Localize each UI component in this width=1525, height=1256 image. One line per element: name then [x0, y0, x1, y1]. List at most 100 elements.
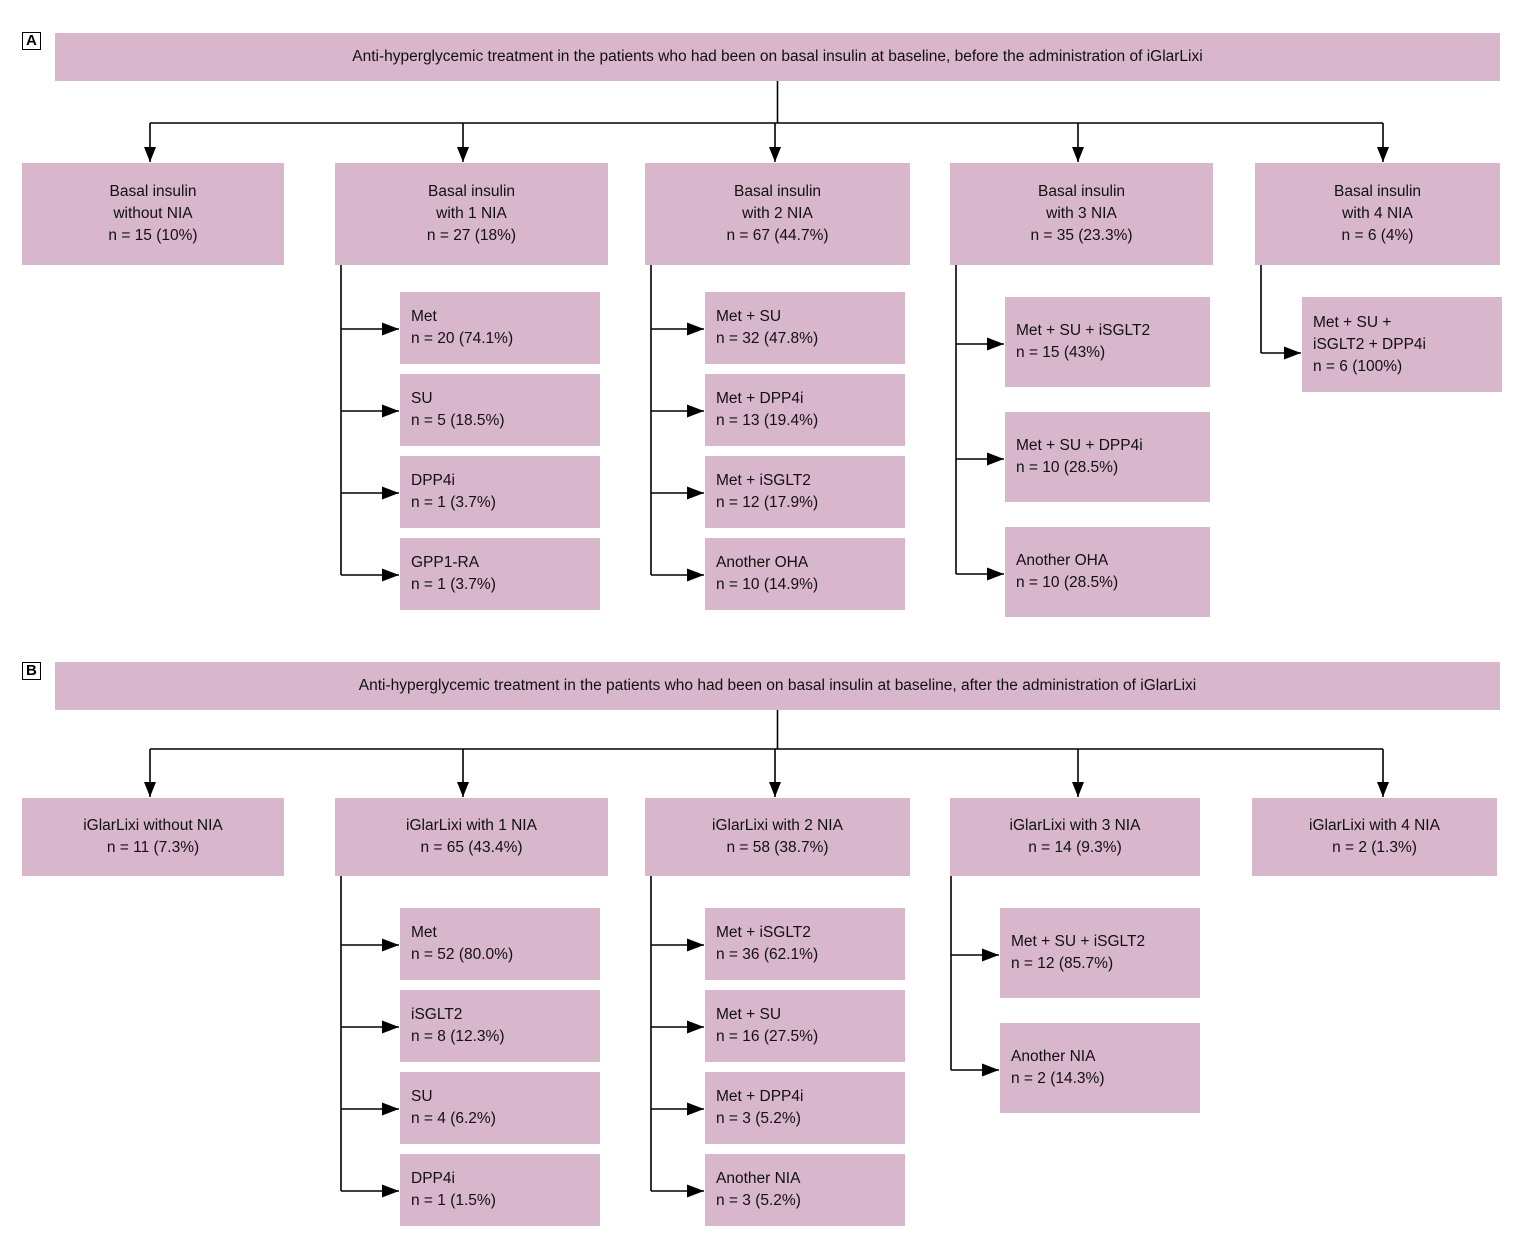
panel-b-column-4-child-2-box-line-1: Another NIA	[1011, 1048, 1096, 1065]
panel-b-column-2-box-line-1: iGlarLixi with 1 NIA	[406, 817, 537, 834]
panel-b-column-2-child-1-box-line-2: n = 52 (80.0%)	[411, 946, 514, 963]
panel-b-column-2-child-2-box: iSGLT2 n = 8 (12.3%)	[400, 990, 600, 1062]
panel-a-column-4-child-3-box-line-1: Another OHA	[1016, 552, 1109, 569]
panel-b-column-4-box-line-2: n = 14 (9.3%)	[1028, 839, 1122, 856]
panel-b-column-3-box-line-2: n = 58 (38.7%)	[726, 839, 829, 856]
panel-a-column-2-child-1-box: Met n = 20 (74.1%)	[400, 292, 600, 364]
panel-a-column-2-box-line-2: with 1 NIA	[436, 205, 507, 222]
panel-a-column-5-box-line-1: Basal insulin	[1333, 183, 1422, 200]
panel-letter-glyph: A	[22, 32, 41, 50]
panel-b-column-3-child-1-box: Met + iSGLT2 n = 36 (62.1%)	[705, 908, 905, 980]
panel-b-header: Anti-hyperglycemic treatment in the pati…	[55, 662, 1500, 710]
panel-a-column-5-child-1-box: Met + SU + iSGLT2 + DPP4i n = 6 (100%)	[1302, 297, 1502, 392]
panel-a-column-4-child-2-box-line-1: Met + SU + DPP4i	[1016, 437, 1143, 454]
panel-a-column-1-box-line-3: n = 15 (10%)	[108, 227, 198, 244]
panel-b-column-3-box-line-1: iGlarLixi with 2 NIA	[712, 817, 843, 834]
panel-a-column-4-box-line-1: Basal insulin	[1037, 183, 1126, 200]
panel-b-column-5-box: iGlarLixi with 4 NIA n = 2 (1.3%)	[1252, 798, 1497, 876]
panel-b-column-3-child-3-box-line-2: n = 3 (5.2%)	[716, 1110, 801, 1127]
panel-a-column-4-child-2-box-line-2: n = 10 (28.5%)	[1016, 459, 1119, 476]
panel-b-column-1-box-line-1: iGlarLixi without NIA	[83, 817, 223, 834]
panel-a-column-1-box-line-1: Basal insulin	[109, 183, 197, 200]
panel-a-column-2-box-line-1: Basal insulin	[427, 183, 516, 200]
panel-a-column-1-box-line-2: without NIA	[113, 205, 193, 222]
panel-b-column-4-box-line-1: iGlarLixi with 3 NIA	[1009, 817, 1141, 834]
panel-b-column-4-child-1-box: Met + SU + iSGLT2 n = 12 (85.7%)	[1000, 908, 1200, 998]
panel-b-column-3-child-4-box: Another NIA n = 3 (5.2%)	[705, 1154, 905, 1226]
panel-a-column-4-child-1-box-line-2: n = 15 (43%)	[1016, 344, 1106, 361]
panel-a-column-4-child-1-box-line-1: Met + SU + iSGLT2	[1016, 322, 1151, 339]
panel-b-column-2-child-2-box-line-1: iSGLT2	[411, 1006, 463, 1023]
panel-a-column-5-child-1-box-line-1: Met + SU +	[1313, 313, 1392, 331]
panel-a-column-5-child-1-box-line-2: iSGLT2 + DPP4i	[1313, 335, 1426, 353]
panel-a-header: Anti-hyperglycemic treatment in the pati…	[55, 33, 1500, 81]
panel-a-column-3-child-1-box: Met + SU n = 32 (47.8%)	[705, 292, 905, 364]
panel-a-column-4-child-1-box: Met + SU + iSGLT2 n = 15 (43%)	[1005, 297, 1210, 387]
panel-a-column-3-child-4-box-line-2: n = 10 (14.9%)	[716, 576, 819, 593]
panel-a-column-4-box-line-2: with 3 NIA	[1046, 205, 1117, 222]
panel-a-column-2-child-4-box-line-1: GPP1-RA	[411, 554, 480, 571]
panel-b-column-2-child-3-box-line-2: n = 4 (6.2%)	[411, 1110, 496, 1127]
panel-a-column-3-child-3-box-line-2: n = 12 (17.9%)	[716, 494, 819, 511]
panel-letter-a: A	[22, 30, 41, 50]
panel-a-column-2-child-2-box: SU n = 5 (18.5%)	[400, 374, 600, 446]
panel-b-column-2-child-3-box-line-1: SU	[411, 1088, 433, 1105]
panel-b-column-5-box-line-1: iGlarLixi with 4 NIA	[1309, 817, 1440, 834]
panel-a-column-3-child-2-box-line-2: n = 13 (19.4%)	[716, 412, 819, 429]
panel-a-column-2-child-1-box-line-2: n = 20 (74.1%)	[411, 330, 514, 347]
panel-a-column-3-box-line-3: n = 67 (44.7%)	[726, 227, 829, 244]
panel-b-column-2-child-3-box: SU n = 4 (6.2%)	[400, 1072, 600, 1144]
panel-a-column-3-box-line-2: with 2 NIA	[742, 205, 813, 222]
panel-b-column-4-child-1-box-line-2: n = 12 (85.7%)	[1011, 955, 1114, 972]
panel-a-column-2-child-3-box: DPP4i n = 1 (3.7%)	[400, 456, 600, 528]
panel-a-column-3-child-1-box-line-2: n = 32 (47.8%)	[716, 330, 819, 347]
panel-b-column-2-child-1-box-line-1: Met	[411, 924, 437, 941]
panel-b-column-3-child-4-box-line-2: n = 3 (5.2%)	[716, 1192, 801, 1209]
panel-b-column-4-box: iGlarLixi with 3 NIA n = 14 (9.3%)	[950, 798, 1200, 876]
panel-b-column-3-child-3-box-line-1: Met + DPP4i	[716, 1088, 804, 1105]
panel-b-column-3-child-1-box-line-2: n = 36 (62.1%)	[716, 946, 819, 963]
panel-letter-b: B	[22, 660, 41, 680]
panel-a-column-3-child-1-box-line-1: Met + SU	[716, 308, 782, 325]
panel-a-column-5-child-1-box-line-3: n = 6 (100%)	[1313, 357, 1403, 375]
panel-b-column-3-child-2-box: Met + SU n = 16 (27.5%)	[705, 990, 905, 1062]
panel-a-column-5-box-line-2: with 4 NIA	[1342, 205, 1413, 222]
panel-a-column-2-child-4-box-line-2: n = 1 (3.7%)	[411, 576, 496, 593]
panel-a-column-3-child-2-box: Met + DPP4i n = 13 (19.4%)	[705, 374, 905, 446]
panel-b-column-3-child-3-box: Met + DPP4i n = 3 (5.2%)	[705, 1072, 905, 1144]
panel-b-column-2-child-2-box-line-2: n = 8 (12.3%)	[411, 1028, 505, 1045]
panel-a-column-2-child-1-box-line-1: Met	[411, 308, 437, 325]
panel-a-column-2-child-2-box-line-1: SU	[411, 390, 433, 407]
panel-letter-glyph: B	[22, 662, 41, 680]
panel-a-column-2-child-3-box-line-2: n = 1 (3.7%)	[411, 494, 496, 511]
panel-a-column-3-box-line-1: Basal insulin	[733, 183, 822, 200]
panel-a-column-4-child-2-box: Met + SU + DPP4i n = 10 (28.5%)	[1005, 412, 1210, 502]
panel-a-column-5-box: Basal insulin with 4 NIA n = 6 (4%)	[1255, 163, 1500, 265]
panel-b-column-4-child-1-box-line-1: Met + SU + iSGLT2	[1011, 933, 1146, 950]
panel-a-column-2-box: Basal insulin with 1 NIA n = 27 (18%)	[335, 163, 608, 265]
panel-a-column-4-child-3-box: Another OHA n = 10 (28.5%)	[1005, 527, 1210, 617]
panel-b-column-2-child-4-box-line-2: n = 1 (1.5%)	[411, 1192, 496, 1209]
panel-a-column-4-box-line-3: n = 35 (23.3%)	[1030, 227, 1133, 244]
panel-a-column-2-child-2-box-line-2: n = 5 (18.5%)	[411, 412, 505, 429]
panel-a-column-4-box: Basal insulin with 3 NIA n = 35 (23.3%)	[950, 163, 1213, 265]
panel-a-column-4-child-3-box-line-2: n = 10 (28.5%)	[1016, 574, 1119, 591]
panel-b-column-3-child-2-box-line-2: n = 16 (27.5%)	[716, 1028, 819, 1045]
panel-a-column-5-box-line-3: n = 6 (4%)	[1341, 227, 1414, 244]
panel-a-column-2-child-4-box: GPP1-RA n = 1 (3.7%)	[400, 538, 600, 610]
panel-b-column-5-box-line-2: n = 2 (1.3%)	[1332, 839, 1417, 856]
panel-b-column-1-box: iGlarLixi without NIA n = 11 (7.3%)	[22, 798, 284, 876]
panel-b-column-3-child-1-box-line-1: Met + iSGLT2	[716, 924, 811, 941]
panel-a-column-2-child-3-box-line-1: DPP4i	[411, 472, 455, 489]
panel-b-column-2-child-4-box-line-1: DPP4i	[411, 1170, 455, 1187]
panel-b-column-2-child-1-box: Met n = 52 (80.0%)	[400, 908, 600, 980]
panel-b-column-3-child-4-box-line-1: Another NIA	[716, 1170, 801, 1187]
panel-b-column-1-box-line-2: n = 11 (7.3%)	[106, 839, 200, 856]
panel-a-column-2-box-line-3: n = 27 (18%)	[426, 227, 517, 244]
panel-b-column-3-child-2-box-line-1: Met + SU	[716, 1006, 782, 1023]
panel-a-column-3-child-2-box-line-1: Met + DPP4i	[716, 390, 804, 407]
